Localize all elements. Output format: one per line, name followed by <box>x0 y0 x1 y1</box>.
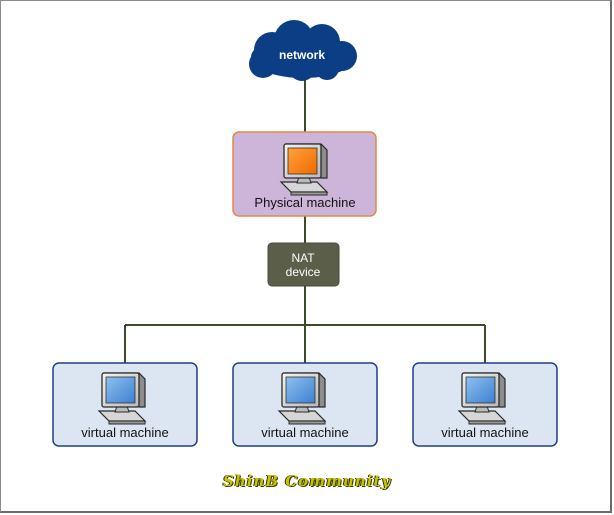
virtual-machine-label: virtual machine <box>261 425 348 440</box>
computer-monitor-icon <box>98 372 146 425</box>
nat-device-node: NAT device <box>267 242 340 287</box>
nat-device-label-line1: NAT <box>291 251 315 265</box>
computer-monitor-icon <box>458 372 506 425</box>
network-label: network <box>279 48 325 62</box>
virtual-machine-label: virtual machine <box>441 425 528 440</box>
computer-monitor-icon <box>280 143 328 196</box>
virtual-machine-node-3: virtual machine <box>412 362 558 447</box>
virtual-machine-label: virtual machine <box>81 425 168 440</box>
network-node: network <box>249 20 357 81</box>
cloud-icon <box>249 20 357 81</box>
physical-machine-label: Physical machine <box>254 195 355 210</box>
connectors <box>124 78 486 363</box>
watermark: ShinB Community <box>222 472 392 490</box>
virtual-machine-node-1: virtual machine <box>52 362 198 447</box>
nat-device-label-line2: device <box>286 265 321 279</box>
physical-machine-node: Physical machine <box>232 131 377 217</box>
nat-device-box <box>267 242 340 287</box>
virtual-machine-node-2: virtual machine <box>232 362 378 447</box>
computer-monitor-icon <box>278 372 326 425</box>
